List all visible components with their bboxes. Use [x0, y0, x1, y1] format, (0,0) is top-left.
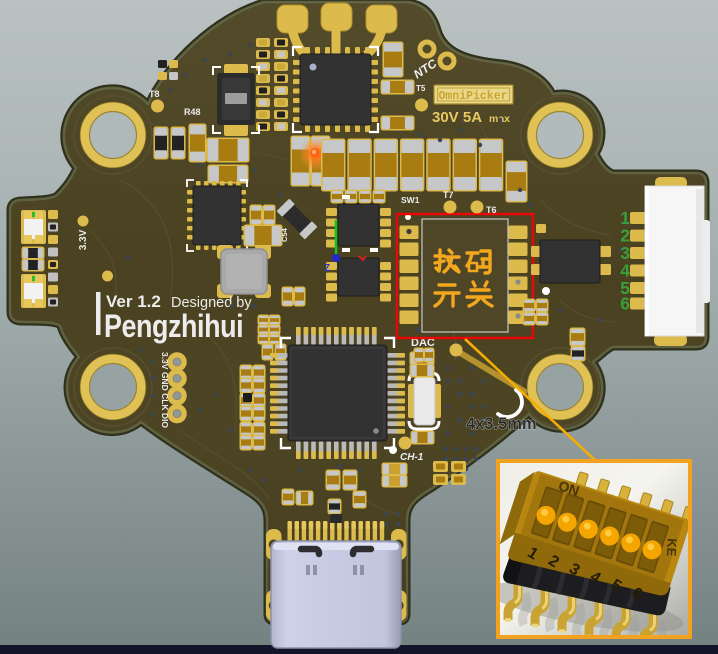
svg-text:R48: R48: [184, 107, 201, 117]
svg-text:2: 2: [620, 226, 630, 246]
svg-text:Pengzhihui: Pengzhihui: [104, 309, 243, 345]
svg-text:T5: T5: [416, 84, 426, 93]
svg-text:Z: Z: [324, 263, 330, 274]
svg-text:SW1: SW1: [401, 195, 420, 205]
svg-text:OmniPicker: OmniPicker: [438, 90, 507, 103]
svg-text:6: 6: [620, 294, 630, 314]
svg-text:4: 4: [620, 261, 630, 281]
svg-text:3.3V GND CLK DIO: 3.3V GND CLK DIO: [160, 352, 170, 428]
svg-text:30V 5A: 30V 5A: [432, 109, 482, 126]
svg-text:4x3.5mm: 4x3.5mm: [466, 415, 537, 433]
svg-text:C54: C54: [280, 227, 289, 242]
svg-text:DAC: DAC: [411, 337, 435, 349]
svg-text:CH-1: CH-1: [400, 452, 424, 463]
svg-text:T7: T7: [443, 190, 454, 200]
svg-text:1: 1: [620, 208, 630, 228]
svg-text:T8: T8: [149, 89, 160, 99]
svg-text:5: 5: [620, 278, 630, 298]
svg-text:T6: T6: [486, 205, 497, 215]
svg-text:3: 3: [620, 243, 630, 263]
svg-text:KE: KE: [664, 538, 680, 557]
svg-text:3.3V: 3.3V: [78, 229, 89, 250]
svg-text:ON: ON: [556, 477, 581, 499]
svg-text:Ver 1.2: Ver 1.2: [106, 292, 161, 311]
